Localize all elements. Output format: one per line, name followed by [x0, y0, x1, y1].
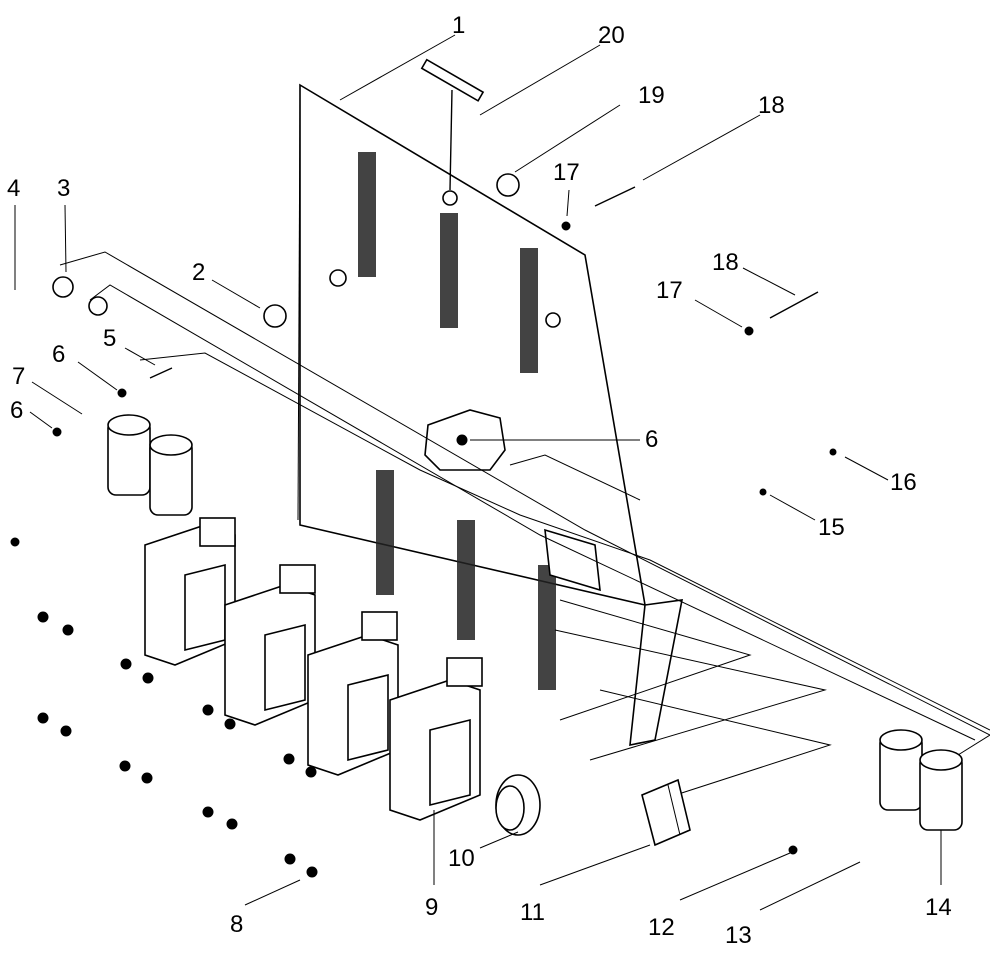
- callout-13: 13: [725, 922, 752, 949]
- leader-lines: [14, 34, 942, 911]
- callout-17-mid: 17: [656, 277, 683, 304]
- callout-6-center: 6: [645, 426, 658, 453]
- callout-16: 16: [890, 469, 917, 496]
- callout-18-top: 18: [758, 92, 785, 119]
- callout-3: 3: [57, 175, 70, 202]
- callout-4: 4: [7, 175, 20, 202]
- callout-8: 8: [230, 911, 243, 938]
- callout-5: 5: [103, 325, 116, 352]
- callout-labels: 1 20 19 18 17 17 18 4 3 2 5 6 7 6 6 16 1…: [7, 12, 952, 949]
- callout-20: 20: [598, 22, 625, 49]
- hardware: [10, 58, 837, 855]
- wire-outline: [59, 251, 990, 801]
- transformer-4: [389, 657, 483, 821]
- callout-7: 7: [12, 363, 25, 390]
- callout-2: 2: [192, 259, 205, 286]
- capacitor-pair-right: [879, 729, 963, 831]
- transformer-2: [224, 564, 316, 726]
- capacitor-clamp: [495, 774, 541, 836]
- callout-6-lower: 6: [10, 397, 23, 424]
- main-panel: [297, 83, 683, 746]
- callout-14: 14: [925, 894, 952, 921]
- callout-6-upper: 6: [52, 341, 65, 368]
- terminal-block: [641, 778, 691, 847]
- capacitor-pair-left: [107, 414, 193, 516]
- callout-12: 12: [648, 914, 675, 941]
- callout-17-top: 17: [553, 159, 580, 186]
- transformer-group: [144, 517, 483, 821]
- screw-set: [37, 611, 318, 878]
- callout-9: 9: [425, 894, 438, 921]
- callout-11: 11: [520, 899, 545, 926]
- callout-19: 19: [638, 82, 665, 109]
- callout-10: 10: [448, 845, 475, 872]
- callout-15: 15: [818, 514, 845, 541]
- transformer-1: [144, 517, 236, 666]
- transformer-3: [307, 611, 399, 776]
- callout-18-mid: 18: [712, 249, 739, 276]
- callout-1: 1: [452, 12, 465, 39]
